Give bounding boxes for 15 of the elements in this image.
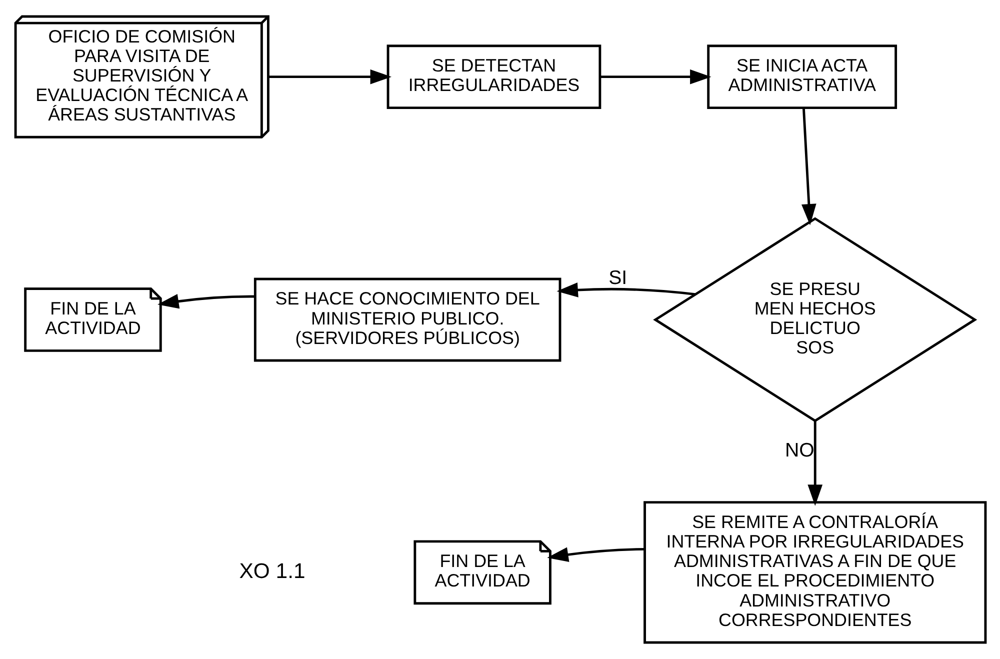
node-diamond: SE PRESU MEN HECHOS DELICTUO SOS bbox=[652, 217, 977, 422]
node-box: SE REMITE A CONTRALORÍA INTERNA POR IRREGULARIDADES ADMINISTRATIVAS A FIN DE QUE INCOE EL PROCEDIMIENTO ADMINISTRATIVO CORRESPONDIENTES bbox=[643, 501, 986, 644]
node-box: SE DETECTAN IRREGULARIDADES bbox=[386, 44, 601, 110]
arrow bbox=[556, 282, 695, 298]
arrow bbox=[268, 69, 392, 84]
arrow bbox=[807, 421, 822, 506]
edge-label: NO bbox=[784, 440, 814, 462]
arrow bbox=[600, 69, 711, 84]
arrow bbox=[800, 108, 816, 226]
edge-label: SI bbox=[608, 266, 627, 289]
label: XO 1.1 bbox=[238, 560, 305, 583]
node-box: SE HACE CONOCIMIENTO DEL MINISTERIO PUBLICO. (SERVIDORES PÚBLICOS) bbox=[253, 278, 561, 362]
node-box: SE INICIA ACTA ADMINISTRATIVA bbox=[706, 44, 897, 110]
arrow bbox=[546, 547, 644, 562]
arrow bbox=[157, 294, 255, 309]
